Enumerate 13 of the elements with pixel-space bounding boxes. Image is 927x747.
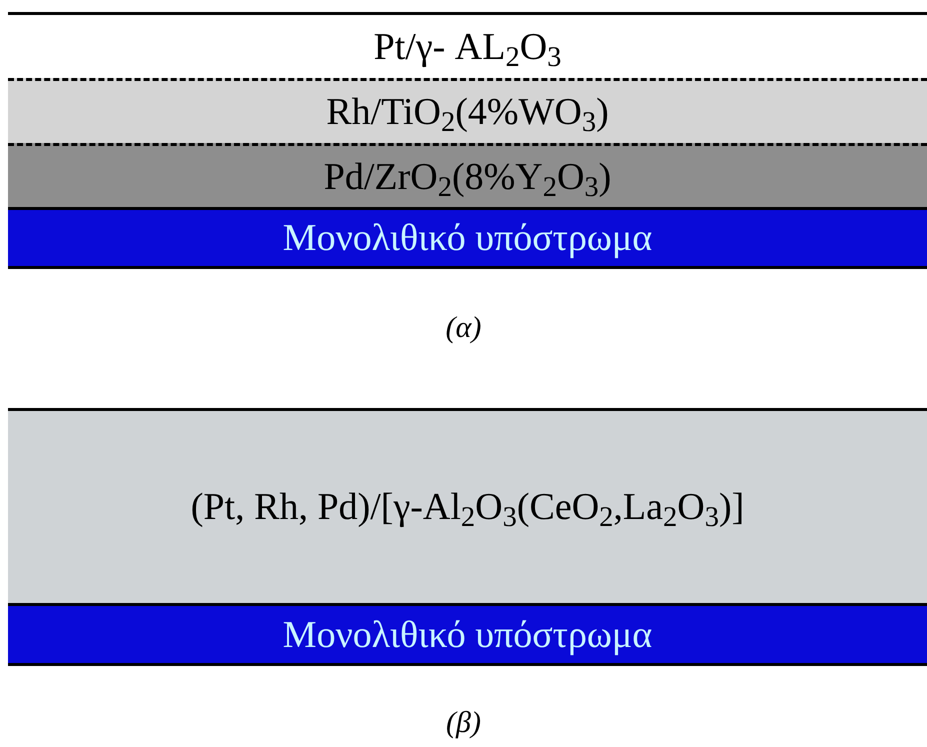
substrate-layer — [8, 603, 927, 666]
layer-label: Μονολιθικό υπόστρωμα — [282, 219, 652, 257]
catalyst-layer — [8, 408, 927, 603]
layer-label: Pt/γ- AL$_{2}$O$_{3}$ — [374, 28, 562, 66]
catalyst-layer — [8, 143, 927, 207]
layer-label: Pd/ZrO$_{2}$(8%Y$_{2}$O$_{3}$) — [324, 158, 612, 196]
panel-label: (β) — [445, 705, 482, 741]
layer-label: Μονολιθικό υπόστρωμα — [282, 616, 652, 654]
catalyst-layer — [8, 78, 927, 143]
layer-label: (Pt, Rh, Pd)/[γ-Al$_{2}$O$_{3}$(CeO$_{2}$,La$_{2}$O$_{3}$)] — [190, 488, 744, 526]
substrate-layer — [8, 207, 927, 269]
panel-label: (α) — [444, 310, 482, 346]
layer-label: Rh/TiO$_{2}$(4%WO$_{3}$) — [326, 93, 609, 131]
